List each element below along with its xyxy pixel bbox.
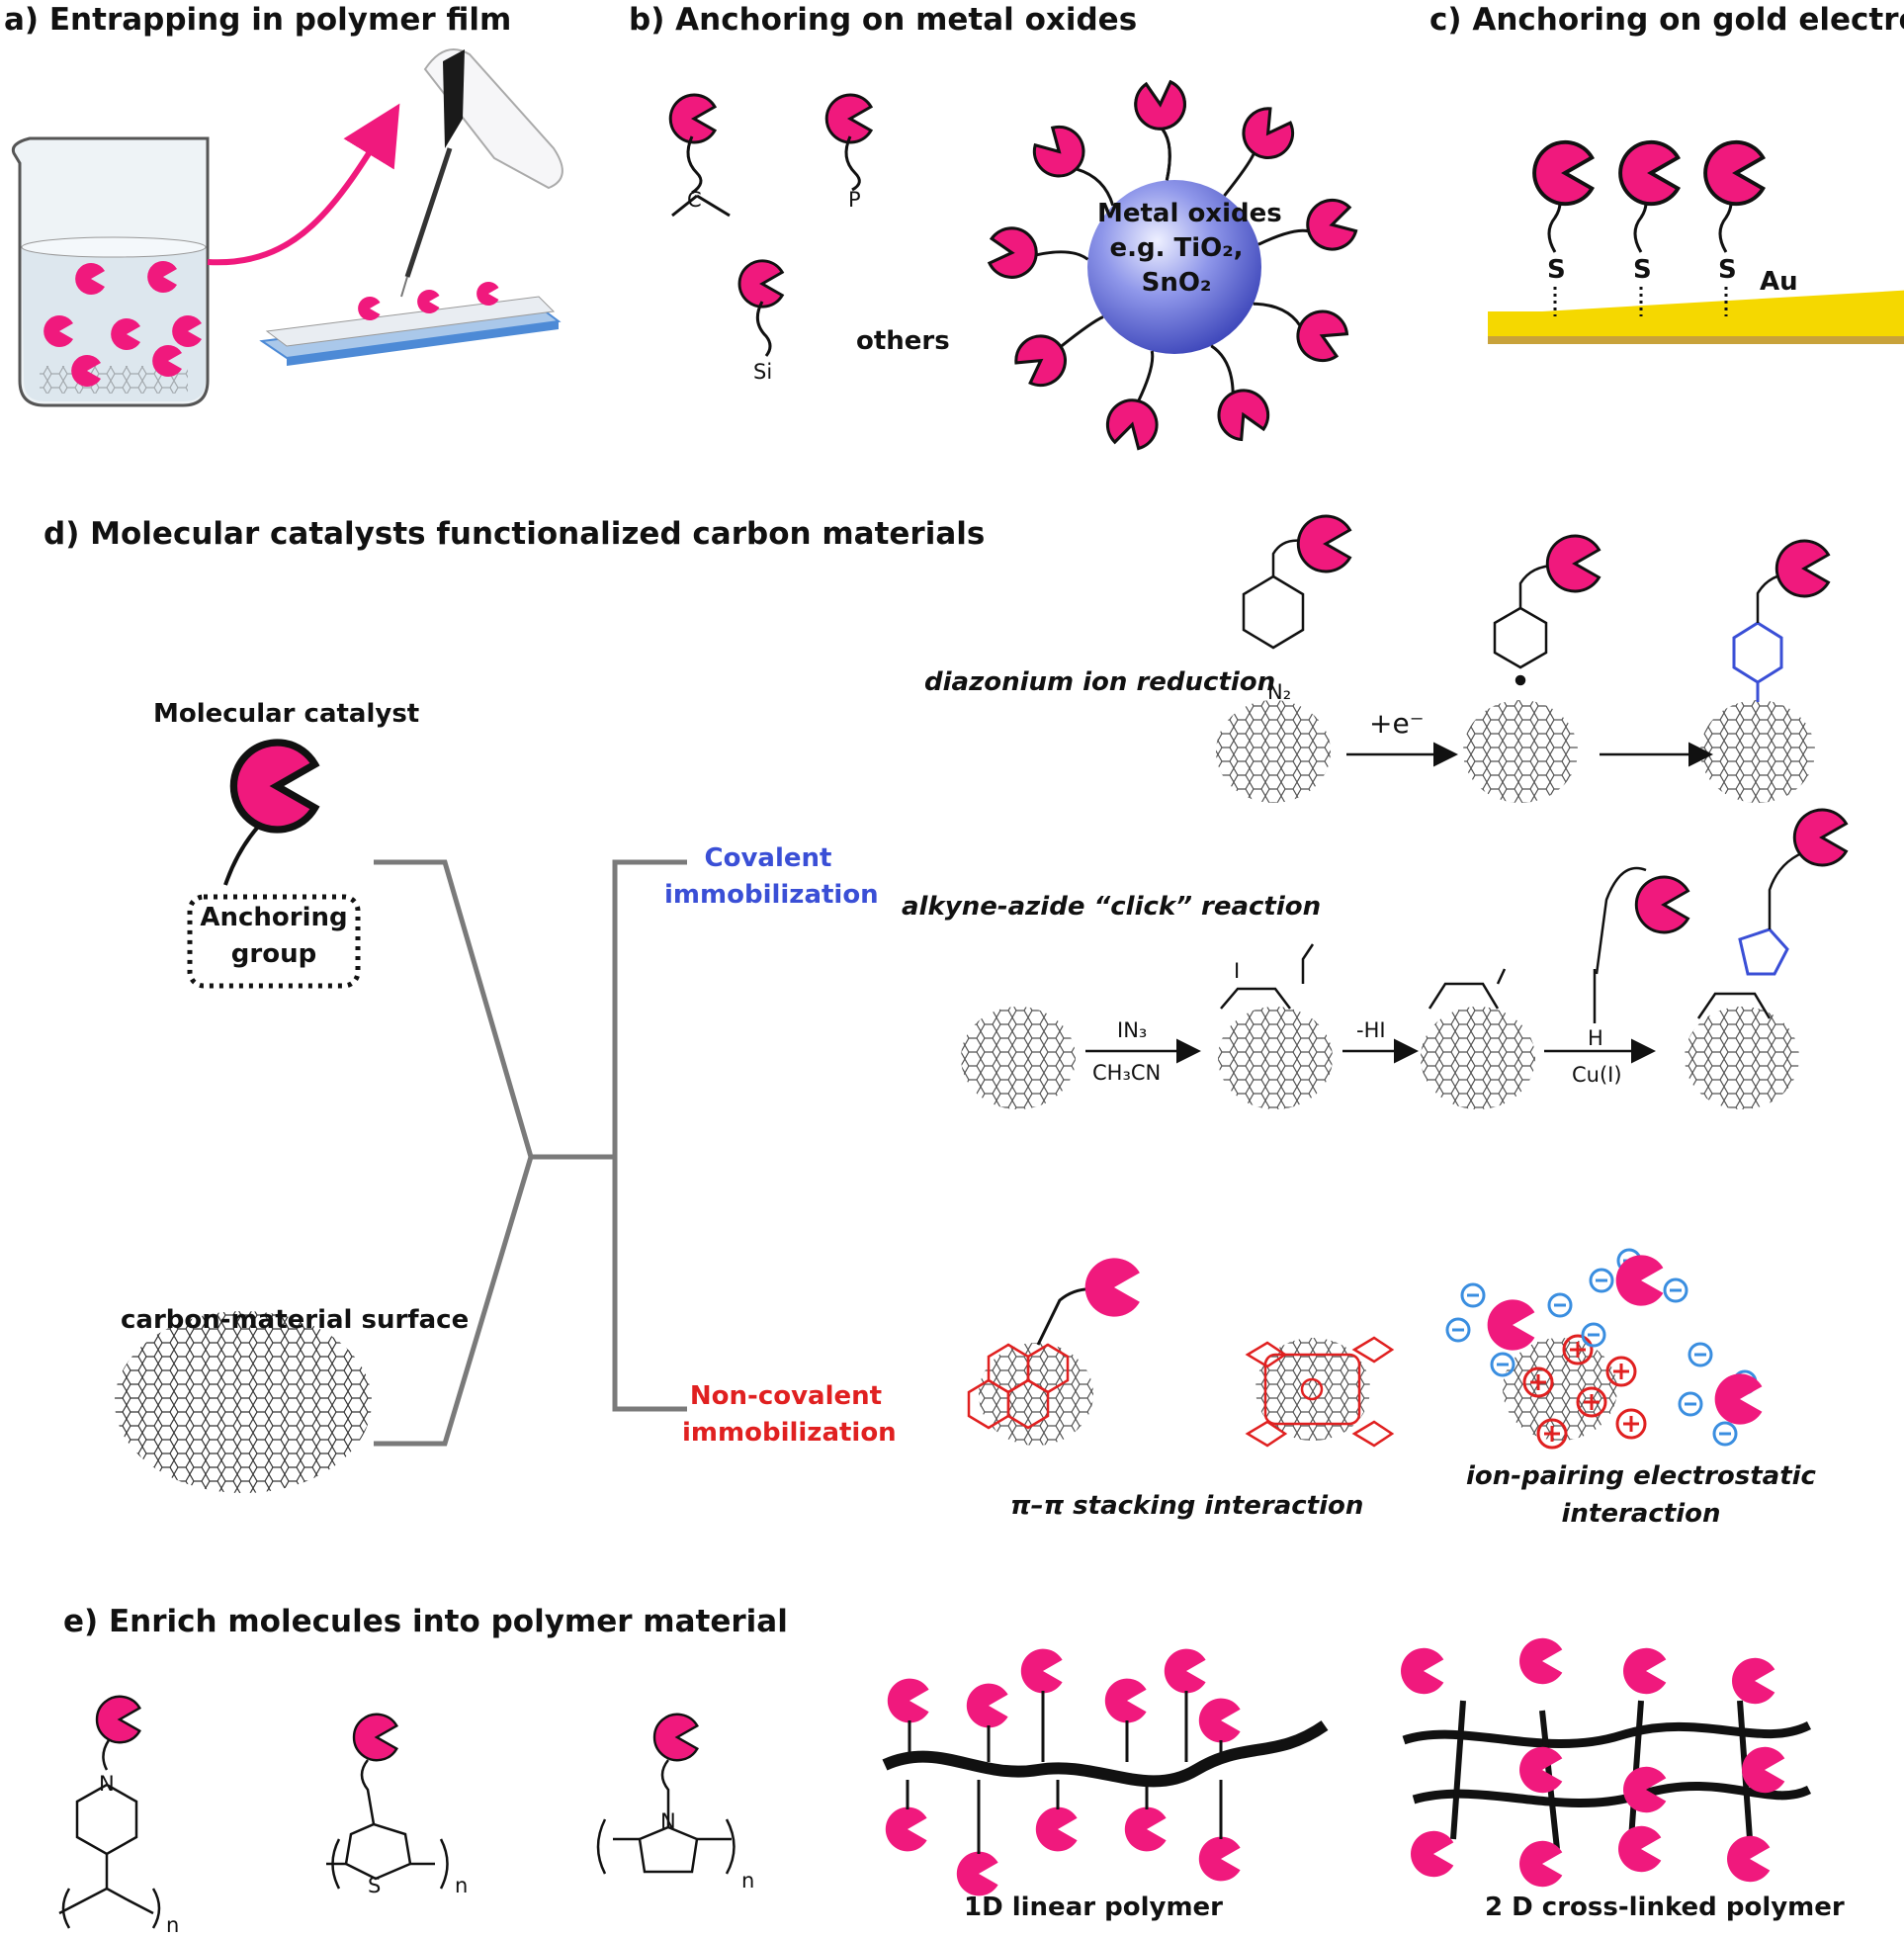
panel-c-title: c) Anchoring on gold electrode [1429, 2, 1904, 38]
covalent-label-1: Covalent [704, 843, 832, 873]
panel-d-title: d) Molecular catalysts functionalized ca… [43, 516, 986, 552]
porphyrin-stacking [1245, 1336, 1395, 1448]
polypyrrole [596, 1713, 736, 1875]
sulfur-label-2: S [1633, 255, 1652, 285]
iodine-label: I [1234, 959, 1241, 983]
thiol-catalysts [1532, 139, 1766, 316]
pi-stacking-pyrene [967, 1287, 1103, 1430]
thiophene-s: S [368, 1874, 382, 1897]
covalent-label-2: immobilization [664, 880, 879, 910]
cu-label: Cu(I) [1572, 1063, 1622, 1087]
beaker [11, 136, 210, 407]
linear-polymer [882, 1648, 1329, 1896]
linear-polymer-label: 1D linear polymer [964, 1893, 1223, 1922]
pyrrole-n: N [660, 1809, 676, 1833]
thiophene-n-index: n [455, 1874, 469, 1897]
pyridine-n-index: n [166, 1913, 180, 1937]
diazonium-reaction [1242, 514, 1830, 767]
panel-a-title: a) Entrapping in polymer film [4, 2, 512, 38]
ion-pairing [1445, 1248, 1763, 1450]
silane-atom: Si [753, 360, 773, 384]
crosslinked-polymer-label: 2 D cross-linked polymer [1485, 1893, 1845, 1922]
panel-b-title: b) Anchoring on metal oxides [629, 2, 1138, 38]
polymer-film-slide [259, 282, 562, 366]
polythiophene [326, 1713, 449, 1890]
metal-oxide-particle [1087, 180, 1261, 354]
minus-hi: -HI [1356, 1018, 1386, 1042]
diazonium-group: N₂ [1267, 680, 1292, 704]
phosphonate-atom: P [848, 188, 861, 212]
ion-pair-label-1: ion-pairing electrostatic [1466, 1461, 1816, 1491]
panel-e-title: e) Enrich molecules into polymer materia… [63, 1604, 788, 1639]
carboxyl-atom: C [687, 188, 702, 212]
carbon-surface-label: carbon-material surface [121, 1305, 470, 1335]
diazonium-label: diazonium ion reduction [924, 667, 1276, 697]
sulfur-label-1: S [1547, 255, 1566, 285]
pyridine-n: N [99, 1772, 115, 1796]
oxide-label-2: e.g. TiO₂, [1109, 233, 1244, 263]
silane-anchor [737, 259, 784, 357]
anchoring-label-2: group [230, 939, 317, 969]
others-label: others [856, 326, 950, 356]
oxide-surface-catalysts [987, 79, 1361, 454]
click-label: alkyne-azide “click” reaction [902, 892, 1322, 922]
reagent-ch3cn: CH₃CN [1092, 1061, 1162, 1085]
molecular-catalyst-label: Molecular catalyst [153, 699, 420, 729]
oxide-label-1: Metal oxides [1097, 199, 1282, 228]
sulfur-label-3: S [1718, 255, 1737, 285]
pi-stacking-catalyst [1084, 1258, 1140, 1317]
graphene-disks [961, 700, 1815, 1446]
gold-electrode [1488, 290, 1904, 344]
transfer-arrow [207, 103, 400, 266]
carboxylate-anchor [668, 93, 731, 218]
phosphonate-anchor [824, 93, 873, 192]
molecular-catalyst-icon [187, 743, 361, 989]
polyvinylpyridine [58, 1695, 161, 1929]
noncovalent-label-2: immobilization [682, 1418, 897, 1448]
gold-label: Au [1760, 267, 1798, 297]
anchoring-label-1: Anchoring [200, 903, 348, 932]
noncovalent-label-1: Non-covalent [689, 1381, 883, 1411]
carbon-surface-disk [115, 1311, 372, 1493]
ion-pair-label-2: interaction [1561, 1499, 1721, 1529]
pyrrole-n-index: n [741, 1869, 755, 1893]
gloved-hand-pipette [400, 48, 563, 298]
hydrogen-label: H [1588, 1026, 1603, 1050]
crosslinked-polymer [1401, 1637, 1812, 1888]
pi-stacking-label: π–π stacking interaction [1010, 1491, 1364, 1521]
reagent-in3: IN₃ [1117, 1018, 1148, 1042]
click-reaction [1085, 808, 1848, 1064]
oxide-label-3: SnO₂ [1141, 268, 1212, 298]
plus-electron: +e⁻ [1369, 707, 1425, 740]
tree-connectors [374, 859, 687, 1447]
